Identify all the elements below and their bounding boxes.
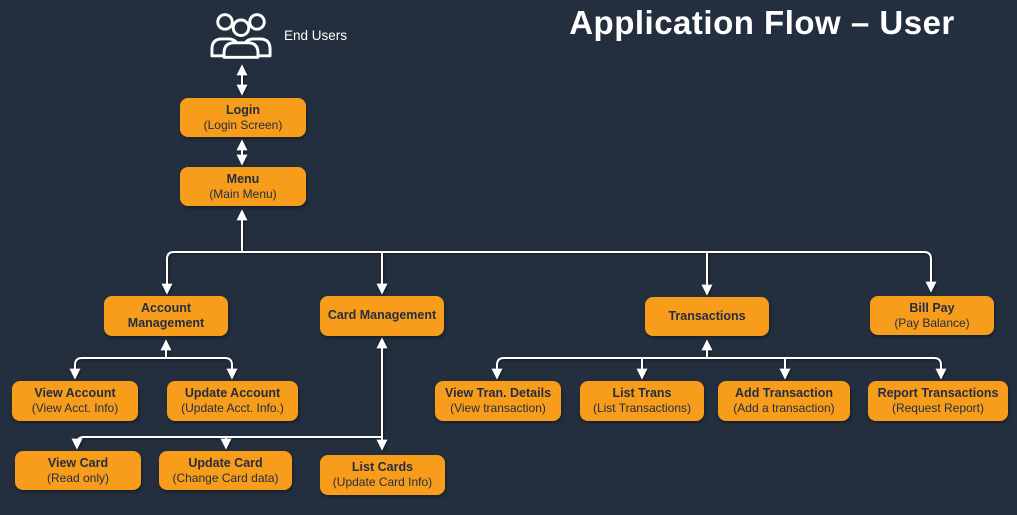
node-list-trans: List Trans (List Transactions) [580,381,704,421]
node-title: View Account [34,386,116,401]
node-account-management: Account Management [104,296,228,336]
node-title: Login [225,102,260,117]
node-title: Account Management [127,300,205,330]
node-subtitle: (Read only) [46,470,110,485]
node-title: View Tran. Details [444,386,552,401]
node-subtitle: (Update Card Info) [332,475,433,490]
node-add-transaction: Add Transaction (Add a transaction) [718,381,850,421]
node-view-account: View Account (View Acct. Info) [12,381,138,421]
node-list-cards: List Cards (Update Card Info) [320,455,445,495]
node-transactions: Transactions [645,297,769,336]
node-title: List Cards [351,460,414,475]
node-card-management: Card Management [320,296,444,336]
end-users-label: End Users [284,28,348,43]
node-login: Login (Login Screen) [180,98,306,137]
node-subtitle: (List Transactions) [592,401,692,416]
node-title: Update Card [188,455,263,470]
node-subtitle: (Change Card data) [172,470,279,485]
end-users-icon [210,13,272,59]
node-title: Report Transactions [877,386,999,401]
connector-transactions-branch [491,357,947,380]
node-subtitle: (View transaction) [450,401,546,416]
node-title: View Card [47,455,109,470]
node-update-card: Update Card (Change Card data) [159,451,292,490]
node-subtitle: (Main Menu) [209,186,277,201]
node-title: Menu [226,171,260,186]
connector-card-branch [71,436,382,450]
node-subtitle: (Pay Balance) [894,315,970,330]
diagram-title: Application Flow – User [569,4,955,41]
node-title: Add Transaction [735,386,833,401]
node-subtitle: (Login Screen) [203,117,283,132]
node-report-transactions: Report Transactions (Request Report) [868,381,1008,421]
connector-account-branch [69,357,238,380]
node-subtitle: (Update Acct. Info.) [181,401,284,416]
node-title: Bill Pay [909,300,955,315]
connector-main-branch [161,251,937,295]
node-title: Update Account [184,386,281,401]
node-subtitle: (View Acct. Info) [31,401,119,416]
node-view-tran-details: View Tran. Details (View transaction) [435,381,561,421]
node-bill-pay: Bill Pay (Pay Balance) [870,296,994,335]
node-title: List Trans [612,386,672,401]
node-view-card: View Card (Read only) [15,451,141,490]
node-title: Transactions [668,308,746,323]
node-subtitle: (Request Report) [891,401,985,416]
node-title: Card Management [327,308,437,323]
node-menu: Menu (Main Menu) [180,167,306,206]
node-subtitle: (Add a transaction) [733,401,835,416]
node-update-account: Update Account (Update Acct. Info.) [167,381,298,421]
